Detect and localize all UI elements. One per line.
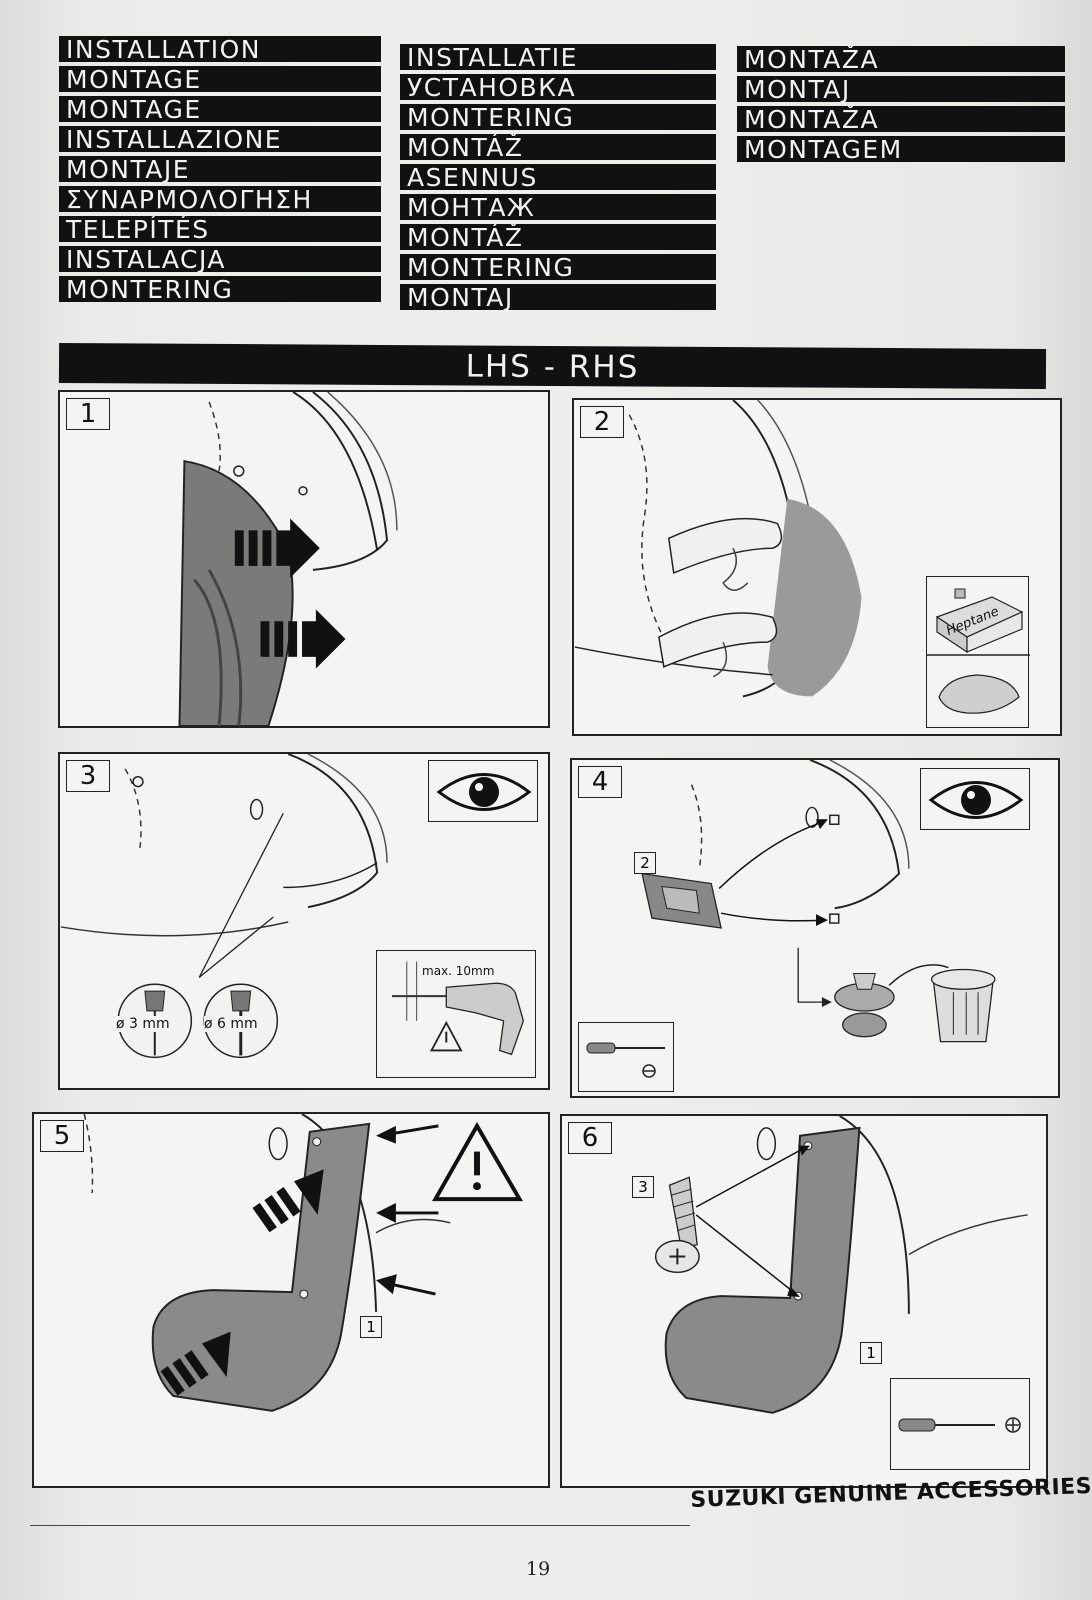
heading-column-1: INSTALLATION MONTAGE MONTAGE INSTALLAZIO… (59, 36, 381, 306)
step-3-panel: 3 ø 3 mm ø 6 mm max. 10mm (58, 752, 550, 1090)
heptane-can-icon (927, 588, 1030, 714)
drill-depth-box (376, 950, 536, 1078)
heading-item: ΣΥΝΑΡΜΟΛΟΓΗΣΗ (59, 186, 381, 212)
step-6-panel: 6 3 1 (560, 1114, 1048, 1488)
screwdriver-icon (586, 1042, 665, 1078)
step-number: 6 (568, 1122, 612, 1154)
heading-item: TELEPÍTÉS (59, 216, 381, 242)
heading-item: MONTÁŽ (400, 134, 716, 160)
screwdriver-icon (898, 1417, 1021, 1433)
supplies-box: Heptane (926, 576, 1030, 728)
eye-icon (928, 781, 1024, 819)
heading-item: INSTALLATION (59, 36, 381, 62)
heading-item: MONTERING (400, 254, 716, 280)
heading-item: MONTERING (59, 276, 381, 302)
heading-item: УСТАНОВКА (400, 74, 716, 100)
heading-item: MONTAŽA (737, 106, 1065, 132)
heading-item: MONTAGE (59, 66, 381, 92)
tool-box (890, 1378, 1030, 1470)
page-number: 19 (526, 1558, 551, 1580)
max-depth-label: max. 10mm (422, 964, 495, 978)
heading-column-3: MONTAŽA MONTAJ MONTAŽA MONTAGEM (737, 46, 1065, 166)
heading-item: MONTAJE (59, 156, 381, 182)
heading-item: MONTAGE (59, 96, 381, 122)
step-number: 3 (66, 760, 110, 792)
step-4-illustration (641, 760, 996, 1043)
step-4-panel: 4 2 (570, 758, 1060, 1098)
step-number: 2 (580, 406, 624, 438)
heading-item: MONTERING (400, 104, 716, 130)
heading-item: MONTAGEM (737, 136, 1065, 162)
step-number: 5 (40, 1120, 84, 1152)
inspect-box (428, 760, 538, 822)
heading-item: MONTAJ (400, 284, 716, 310)
step-number: 1 (66, 398, 110, 430)
part-label: 2 (634, 852, 656, 874)
drill-large-label: ø 6 mm (204, 1016, 258, 1032)
heading-item: INSTALLATIE (400, 44, 716, 70)
heading-item: MONTÁŽ (400, 224, 716, 250)
step-2-illustration (574, 400, 862, 698)
drill-small-label: ø 3 mm (116, 1016, 170, 1032)
step-2-panel: 2 Heptane (572, 398, 1062, 736)
step-number: 4 (578, 766, 622, 798)
heading-item: МОНТАЖ (400, 194, 716, 220)
eye-icon (436, 773, 532, 811)
step-5-illustration (83, 1114, 523, 1412)
screw-part-label: 3 (632, 1176, 654, 1198)
part-label: 1 (360, 1316, 382, 1338)
part-label: 1 (860, 1342, 882, 1364)
step-5-panel: 5 1 (32, 1112, 550, 1488)
step-6-illustration (654, 1116, 1028, 1414)
step-1-panel: 1 (58, 390, 550, 728)
heading-item: INSTALACJA (59, 246, 381, 272)
footer-rule (30, 1525, 690, 1526)
heading-item: MONTAŽA (737, 46, 1065, 72)
side-banner: LHS - RHS (58, 342, 1047, 390)
heading-column-2: INSTALLATIE УСТАНОВКА MONTERING MONTÁŽ A… (400, 44, 716, 314)
heading-item: INSTALLAZIONE (59, 126, 381, 152)
tool-box (578, 1022, 674, 1092)
step-1-illustration (178, 392, 398, 726)
heading-item: MONTAJ (737, 76, 1065, 102)
inspect-box (920, 768, 1030, 830)
heading-item: ASENNUS (400, 164, 716, 190)
